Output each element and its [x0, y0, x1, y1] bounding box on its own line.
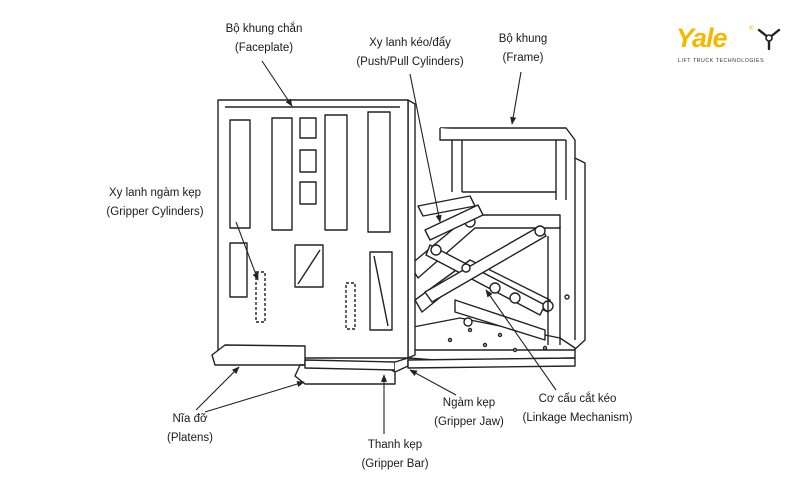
label-gripper-bar: Thanh kẹp (Gripper Bar)	[350, 438, 440, 472]
label-push-pull: Xy lanh kéo/đẩy (Push/Pull Cylinders)	[345, 36, 475, 70]
platens-leader-2	[204, 381, 305, 413]
label-platens-vi: Nĩa đỡ	[172, 413, 208, 425]
gripper-jaw-leader	[409, 369, 457, 396]
label-gripper-jaw: Ngàm kẹp (Gripper Jaw)	[424, 396, 514, 430]
yale-y-mark-icon	[757, 28, 781, 51]
yale-logo: Yale ® LIFT TRUCK TECHNOLOGIES	[676, 22, 788, 72]
logo-registered-mark: ®	[749, 26, 754, 32]
faceplate	[217, 99, 416, 359]
logo-tagline: LIFT TRUCK TECHNOLOGIES	[678, 58, 765, 64]
label-frame-vi: Bộ khung	[498, 33, 548, 45]
label-gripper-cylinders-en: (Gripper Cylinders)	[106, 206, 204, 218]
label-linkage-en: (Linkage Mechanism)	[522, 412, 633, 424]
label-frame-en: (Frame)	[502, 52, 544, 64]
label-gripper-jaw-vi: Ngàm kẹp	[442, 397, 496, 409]
push-pull-cylinders	[417, 195, 484, 241]
base-plate	[407, 317, 576, 361]
frame-leader	[510, 71, 522, 125]
label-push-pull-vi: Xy lanh kéo/đẩy	[369, 37, 451, 49]
gripper-bar-and-jaw	[304, 357, 576, 373]
platens-leader-1	[195, 366, 240, 411]
gripper-cylinders	[255, 271, 356, 330]
label-gripper-bar-en: (Gripper Bar)	[361, 458, 429, 470]
label-faceplate-en: (Faceplate)	[234, 42, 294, 54]
logo-wordmark: Yale	[676, 23, 728, 53]
label-faceplate-vi: Bộ khung chắn	[225, 23, 303, 35]
label-gripper-jaw-en: (Gripper Jaw)	[434, 416, 504, 428]
label-faceplate: Bộ khung chắn (Faceplate)	[214, 22, 314, 56]
linkage-leader	[485, 289, 557, 391]
label-linkage-vi: Cơ cấu cắt kéo	[538, 393, 617, 405]
label-gripper-cylinders: Xy lanh ngàm kẹp (Gripper Cylinders)	[90, 186, 220, 220]
label-platens: Nĩa đỡ (Platens)	[150, 412, 230, 446]
linkage-mechanism	[409, 214, 561, 345]
label-frame: Bộ khung (Frame)	[478, 32, 568, 66]
faceplate-leader	[261, 60, 293, 107]
label-gripper-cylinders-vi: Xy lanh ngàm kẹp	[108, 187, 202, 199]
label-push-pull-en: (Push/Pull Cylinders)	[356, 56, 464, 68]
push-pull-leader	[409, 73, 442, 223]
label-platens-en: (Platens)	[166, 432, 214, 444]
label-gripper-bar-vi: Thanh kẹp	[367, 439, 423, 451]
gripper-cylinders-leader	[235, 221, 259, 281]
label-linkage: Cơ cấu cắt kéo (Linkage Mechanism)	[515, 392, 640, 426]
